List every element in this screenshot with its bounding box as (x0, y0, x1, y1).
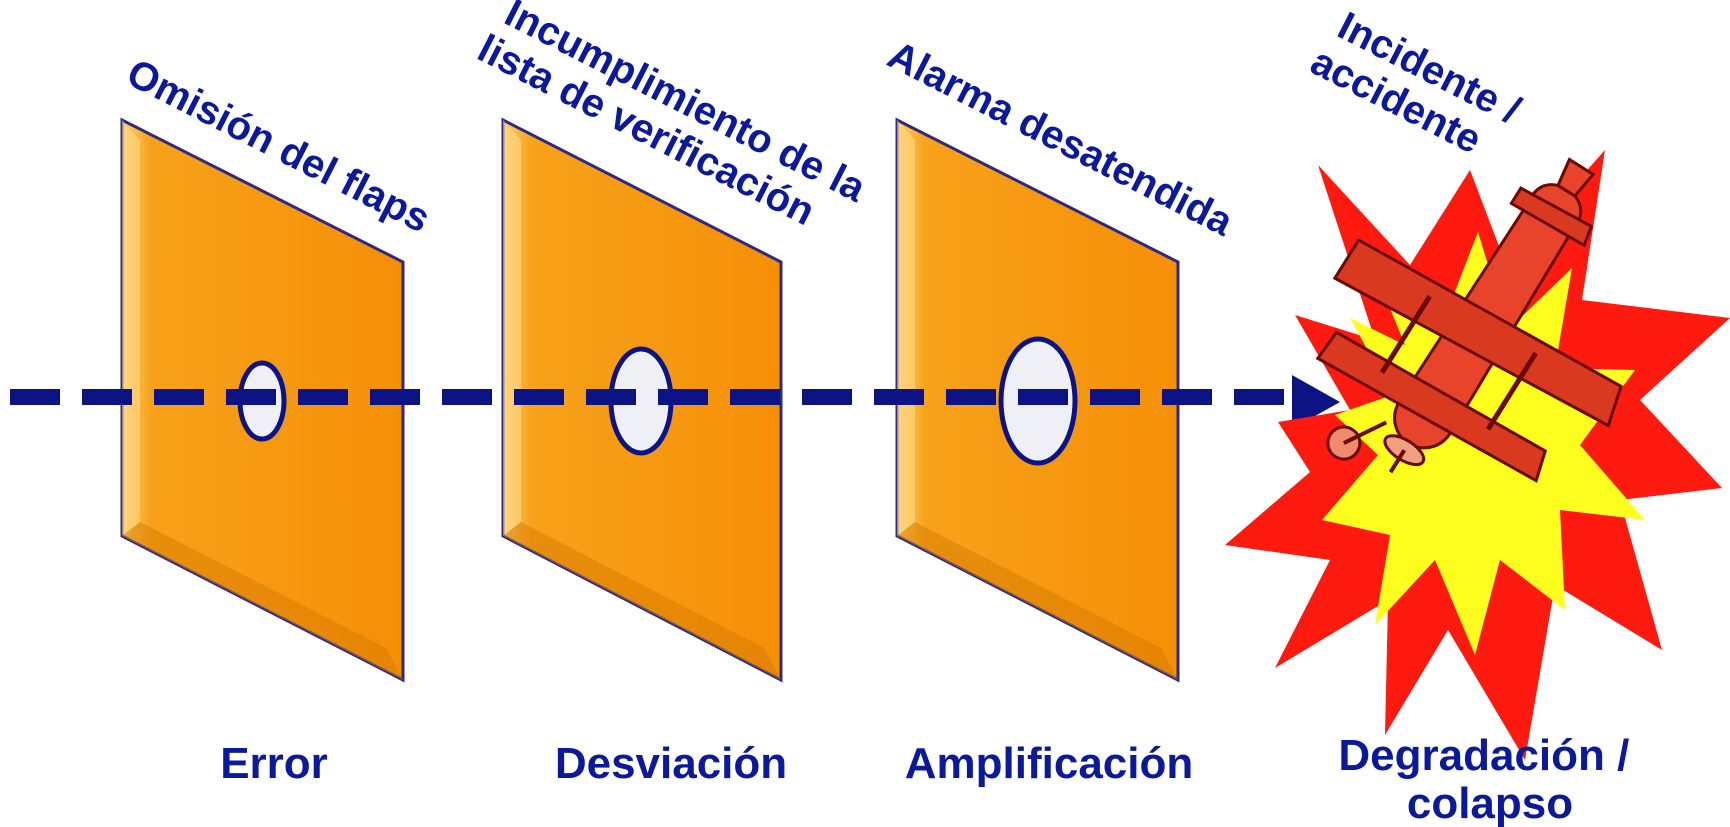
failure-trajectory-arrow (10, 375, 1340, 429)
arrowhead-icon (1292, 375, 1340, 429)
stage-label-degradacion-line2: colapso (1407, 779, 1573, 827)
stage-label-error: Error (220, 739, 328, 788)
crashing-plane-icon (1315, 157, 1623, 483)
stage-label-degradacion-line1: Degradación / (1338, 731, 1629, 780)
defense-slice-2 (501, 117, 783, 683)
explosion-icon (1225, 150, 1730, 760)
stage-label-desviacion: Desviación (555, 739, 787, 788)
stage-label-degradacion: Degradación / colapso (1338, 731, 1641, 827)
svg-text:Incidente / accidente: Incidente / accidente (1304, 0, 1537, 177)
stage-label-amplificacion: Amplificación (905, 739, 1194, 788)
